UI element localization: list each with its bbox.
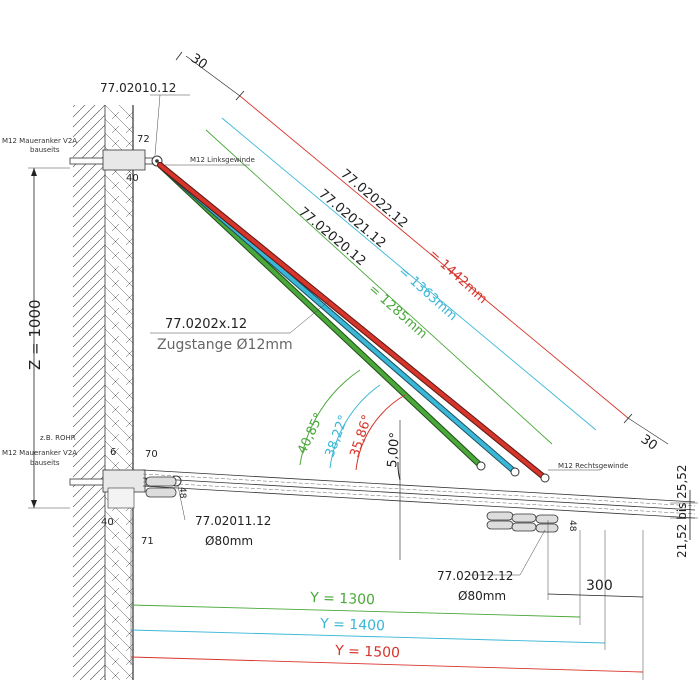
dim-6: 6 xyxy=(110,447,116,458)
side-dimension-label: 21,52 bis 25,52 xyxy=(675,464,689,558)
dim-71: 71 xyxy=(141,536,154,547)
z-label: Z = 1000 xyxy=(26,299,44,370)
anchor-label-bottom: M12 Maueranker V2A xyxy=(2,449,77,457)
dim-40-top: 40 xyxy=(126,173,139,184)
lower-wall-anchor xyxy=(69,469,182,509)
right-thread-label: M12 Rechtsgewinde xyxy=(558,462,628,470)
tube-note: z.B. ROHR xyxy=(40,434,76,442)
rod-part-number: 77.0202x.12 xyxy=(165,317,247,332)
dim-30-top: 30 xyxy=(188,51,210,73)
y-1500: Y = 1500 xyxy=(334,643,400,661)
part-number-bottom-right: 77.02012.12 xyxy=(437,569,513,583)
angle-red: 35,86° xyxy=(348,413,376,459)
dim-300: 300 xyxy=(586,578,613,594)
wall xyxy=(73,105,134,680)
dim-48-right: 48 xyxy=(567,520,577,532)
anchor-label-top: M12 Maueranker V2A xyxy=(2,137,77,145)
left-thread-label: M12 Linksgewinde xyxy=(190,156,255,164)
dim-72: 72 xyxy=(137,134,150,145)
anchor-label-top-2: bauseits xyxy=(30,146,60,154)
y-1300: Y = 1300 xyxy=(309,590,375,608)
y-dimensions xyxy=(130,510,644,680)
upper-wall-anchor xyxy=(69,149,163,171)
part-number-top: 77.02010.12 xyxy=(100,81,176,95)
y-1400: Y = 1400 xyxy=(319,616,385,634)
dim-70: 70 xyxy=(145,449,158,460)
canopy-pane xyxy=(142,469,696,519)
length-dimensions xyxy=(175,51,669,445)
z-dimension xyxy=(28,167,70,509)
anchor-label-bottom-2: bauseits xyxy=(30,459,60,467)
rod-red xyxy=(157,162,550,483)
angle-arcs xyxy=(299,369,406,560)
diameter-left: Ø80mm xyxy=(205,534,253,548)
pane-clamps xyxy=(145,476,559,533)
leader-lines xyxy=(150,94,600,576)
dim-30-right: 30 xyxy=(638,432,660,454)
rod-description: Zugstange Ø12mm xyxy=(157,337,293,353)
dim-48-left: 48 xyxy=(177,487,187,499)
dim-40-bottom: 40 xyxy=(101,517,114,528)
part-number-bottom-left: 77.02011.12 xyxy=(195,514,271,528)
side-dimension xyxy=(670,490,698,540)
diameter-right: Ø80mm xyxy=(458,589,506,603)
angle-green: 40,85° xyxy=(295,411,327,457)
angle-5-deg: 5,00° xyxy=(385,432,403,469)
